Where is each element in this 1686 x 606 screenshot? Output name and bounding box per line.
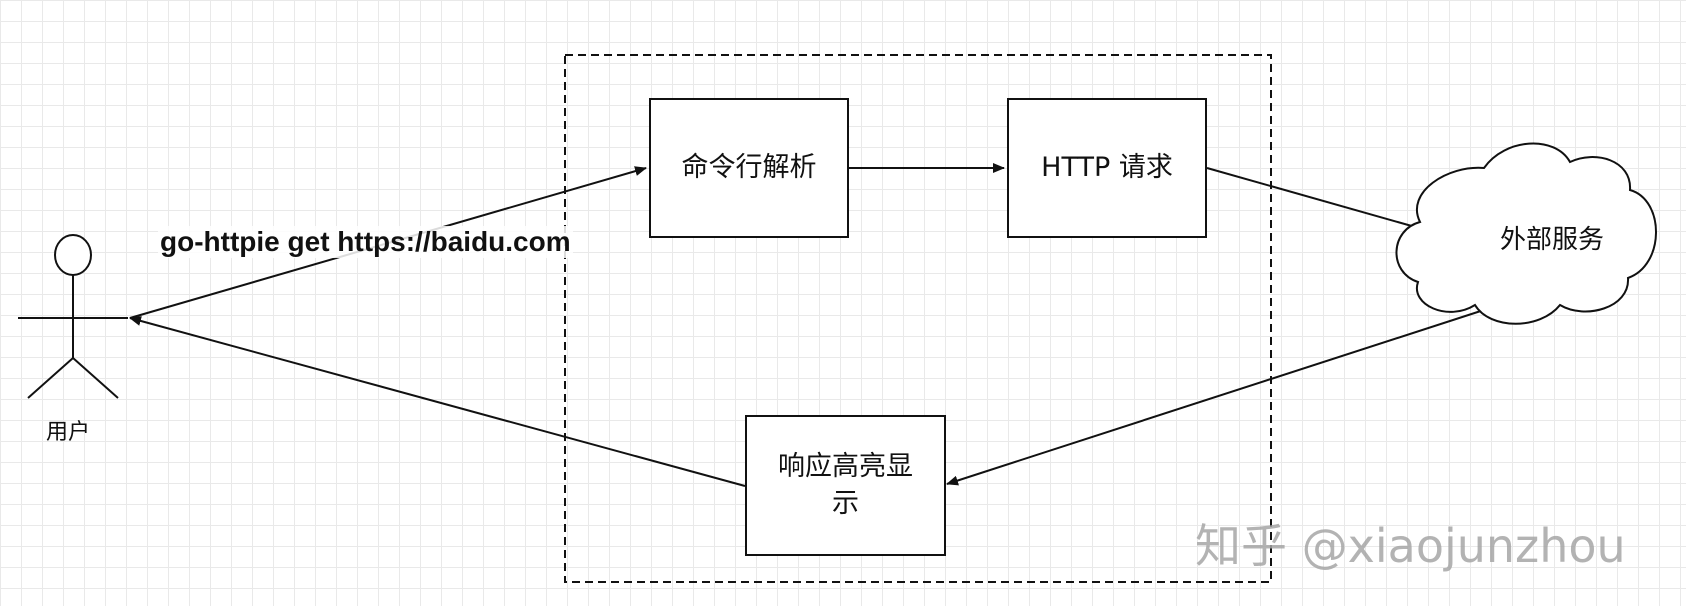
arrow-service-to-highlight <box>946 307 1491 486</box>
arrow-highlight-to-user <box>129 316 746 487</box>
watermark: 知乎 @xiaojunzhou <box>1195 519 1626 573</box>
user-actor-icon <box>18 234 128 399</box>
command-parse-box: 命令行解析 <box>649 98 849 238</box>
user-label: 用户 <box>46 420 91 445</box>
http-request-label: HTTP 请求 <box>1041 151 1173 183</box>
response-highlight-box: 响应高亮显示 <box>745 415 946 556</box>
external-service-label: 外部服务 <box>1500 225 1605 255</box>
external-service-cloud <box>1395 142 1657 325</box>
response-highlight-label: 响应高亮显示 <box>778 451 913 519</box>
arrow-http-to-service <box>1206 167 1441 236</box>
command-edge-label: go-httpie get https://baidu.com <box>158 226 573 258</box>
command-parse-label: 命令行解析 <box>681 151 817 183</box>
http-request-box: HTTP 请求 <box>1007 98 1207 238</box>
system-boundary <box>564 54 1272 583</box>
